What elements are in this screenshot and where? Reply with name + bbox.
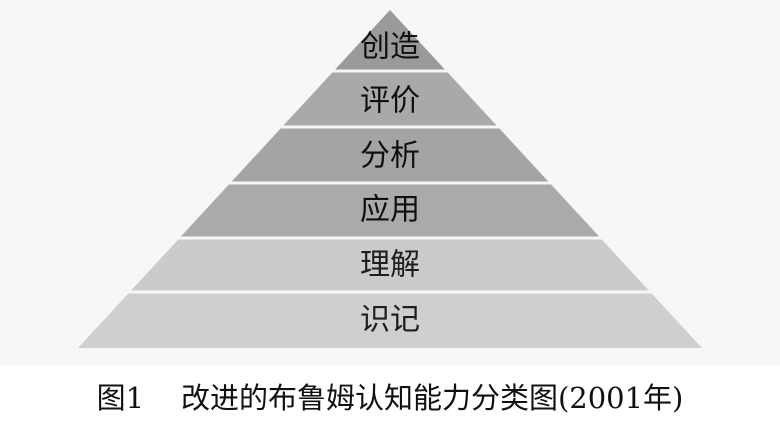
pyramid-level-label: 应用 bbox=[360, 193, 420, 228]
pyramid-level-band bbox=[335, 10, 445, 70]
pyramid-level-label: 分析 bbox=[360, 139, 420, 174]
figure-title: 改进的布鲁姆认知能力分类图(2001年) bbox=[180, 381, 684, 415]
pyramid-level-label: 评价 bbox=[360, 84, 420, 119]
pyramid-level-band bbox=[231, 128, 549, 182]
figure-panel: 创造评价分析应用理解识记 bbox=[78, 10, 702, 348]
pyramid-level-label: 识记 bbox=[360, 303, 420, 338]
pyramid-level-label: 理解 bbox=[360, 248, 420, 283]
pyramid-level-band bbox=[180, 184, 600, 237]
pyramid-level-label: 创造 bbox=[360, 30, 420, 65]
pyramid-level-band bbox=[78, 293, 702, 348]
figure-caption: 图1 改进的布鲁姆认知能力分类图(2001年) bbox=[0, 373, 780, 423]
pyramid-level-band bbox=[131, 239, 649, 291]
figure-number: 图1 bbox=[96, 381, 145, 415]
pyramid-level-band bbox=[283, 72, 497, 126]
caption-gap bbox=[144, 381, 181, 415]
